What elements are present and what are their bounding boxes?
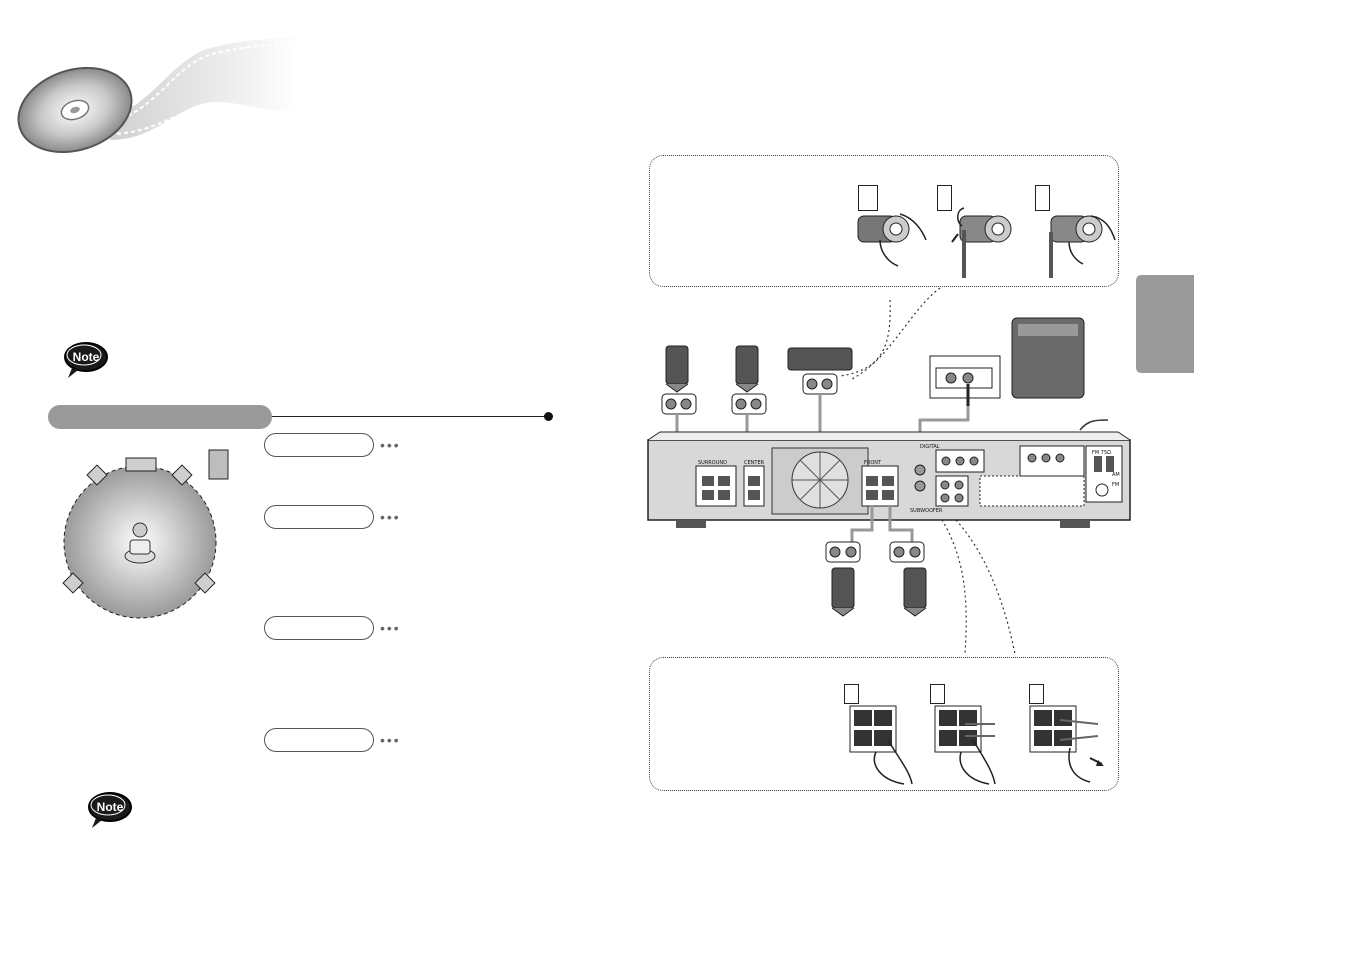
step-box-bottom-2 <box>930 684 945 704</box>
speaker-label-pill-3 <box>264 616 374 640</box>
dots-4: ••• <box>380 732 401 748</box>
section-header-bar <box>48 405 272 429</box>
section-divider-dot <box>544 412 553 421</box>
surround-speaker-right <box>731 345 767 415</box>
rear-label-fm-antenna: FM 75Ω <box>1092 450 1111 456</box>
front-speaker-left <box>825 541 861 617</box>
dots-1: ••• <box>380 437 401 453</box>
step-box-top-2 <box>937 185 952 211</box>
rear-label-center: CENTER <box>744 460 765 466</box>
rear-label-am: AM <box>1112 472 1120 478</box>
dots-2: ••• <box>380 509 401 525</box>
rear-label-fm: FM <box>1112 482 1119 488</box>
speaker-terminal-callout-top <box>649 155 1119 287</box>
rear-label-digital: DIGITAL <box>920 444 940 450</box>
step-box-top-3 <box>1035 185 1050 211</box>
front-speaker-right <box>889 541 927 617</box>
surround-speaker-left <box>661 345 697 415</box>
speaker-label-pill-2 <box>264 505 374 529</box>
center-speaker <box>787 347 853 395</box>
step-box-bottom-3 <box>1029 684 1044 704</box>
speaker-label-pill-1 <box>264 433 374 457</box>
note-icon: Note <box>86 790 134 830</box>
connection-diagram: SURROUND CENTER FRONT SUBWOOFER DIGITAL … <box>640 280 1140 660</box>
rear-label-surround: SURROUND <box>698 460 727 466</box>
step-box-bottom-1 <box>844 684 859 704</box>
step-box-top-1 <box>858 185 878 211</box>
section-divider-line <box>272 416 548 417</box>
note-icon: Note <box>62 340 110 380</box>
speaker-terminal-callout-bottom <box>649 657 1119 791</box>
rear-label-front: FRONT <box>864 460 882 466</box>
speaker-label-pill-4 <box>264 728 374 752</box>
dots-3: ••• <box>380 620 401 636</box>
chapter-tab <box>1136 275 1194 373</box>
subwoofer <box>929 317 1085 406</box>
rear-label-subwoofer: SUBWOOFER <box>910 508 943 514</box>
note-label: Note <box>97 800 124 814</box>
spring-clip-terminal-illustrations <box>840 700 1120 785</box>
note-label: Note <box>73 350 100 364</box>
binding-post-illustrations <box>850 200 1120 280</box>
disc-filmstrip-graphic <box>10 30 305 160</box>
speaker-placement-diagram <box>58 448 233 623</box>
